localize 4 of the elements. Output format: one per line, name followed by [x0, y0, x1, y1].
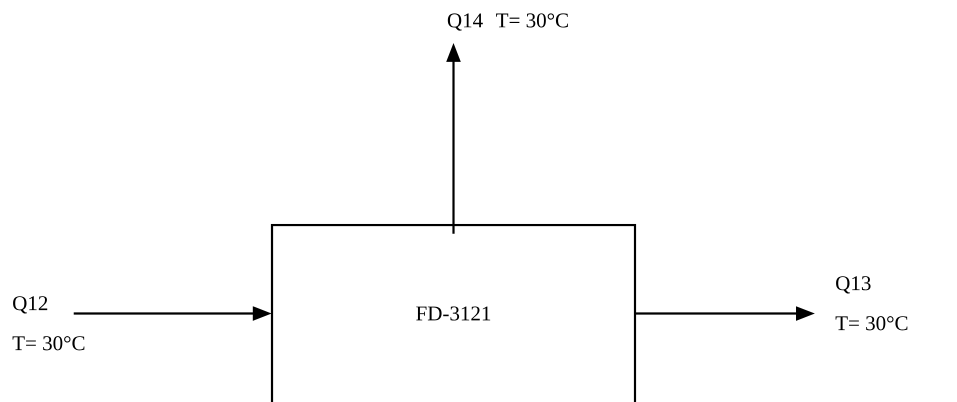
stream-label: Q12 T= 30°C [12, 296, 84, 350]
stream-label: Q14 T= 30°C [448, 13, 568, 31]
stream-label: Q13 T= 30°C [836, 276, 908, 330]
vessel-box: FD-3121 [270, 224, 636, 402]
